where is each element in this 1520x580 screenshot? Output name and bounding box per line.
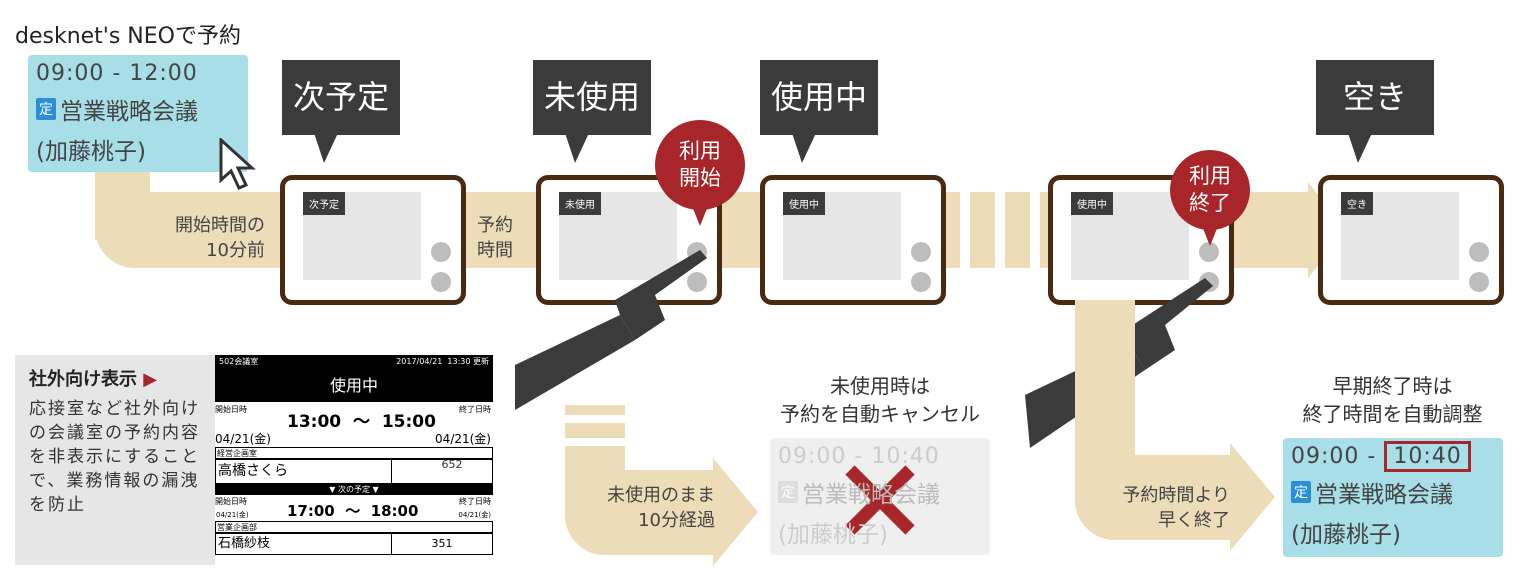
adjusted-end-time: 10:40 <box>1384 441 1471 472</box>
stripe <box>960 192 970 268</box>
booking-name: 営業戦略会議 <box>60 99 198 125</box>
panel-button[interactable] <box>1469 272 1489 292</box>
cursor-icon <box>219 138 256 190</box>
panel-button[interactable] <box>1199 242 1219 262</box>
early-heading: 終了時間を自動調整 <box>1302 402 1483 426</box>
callout-vacant: 空き <box>1316 60 1434 163</box>
stripe <box>1030 192 1040 268</box>
panel-button[interactable] <box>1469 242 1489 262</box>
band-label: 開始時間の <box>175 215 265 236</box>
booking-person: (加藤桃子) <box>36 139 146 165</box>
flow-band <box>1075 455 1235 540</box>
display-status: 使用中 <box>215 369 493 402</box>
page-title: desknet's NEOで予約 <box>15 24 241 49</box>
cancel-heading: 予約を自動キャンセル <box>780 402 980 426</box>
screen-label: 未使用 <box>559 192 601 215</box>
stripe <box>995 192 1005 268</box>
screen-label: 次予定 <box>303 192 345 215</box>
stripe <box>565 438 625 446</box>
band-label: 時間 <box>477 240 513 261</box>
flow-band <box>565 470 715 555</box>
callout-in-use: 使用中 <box>760 60 878 163</box>
stripe <box>565 415 625 423</box>
panel-device: 使用中 <box>760 175 946 305</box>
panel-button[interactable] <box>687 272 707 292</box>
external-description: 応接室など社外向けの会議室の予約内容を非表示にすることで、業務情報の漏洩を防止 <box>29 399 201 515</box>
cancel-heading: 未使用時は <box>830 374 930 398</box>
band-label: 10分前 <box>206 240 265 261</box>
panel-button[interactable] <box>911 272 931 292</box>
panel-device: 空き <box>1318 175 1504 305</box>
screen-label: 使用中 <box>1071 192 1113 215</box>
start-bubble: 利用開始 <box>655 120 745 226</box>
adjusted-card: 09:00 - 10:40 定営業戦略会議 (加藤桃子) <box>1283 438 1503 557</box>
booking-time: 09:00 - 12:00 <box>36 61 198 86</box>
pointing-hand-icon <box>515 250 707 410</box>
end-bubble: 利用終了 <box>1170 150 1250 246</box>
screen-label: 空き <box>1341 192 1373 215</box>
display-ext: 652 <box>441 458 463 471</box>
panel-button[interactable] <box>431 242 451 262</box>
cancel-x-icon <box>845 465 915 535</box>
callout-unused: 未使用 <box>533 60 651 163</box>
band-label: 予約 <box>477 215 513 236</box>
panel-device: 次予定 <box>280 175 466 305</box>
early-heading: 早期終了時は <box>1332 374 1453 398</box>
arrow-head <box>713 458 758 566</box>
external-panel: 社外向け表示 ▶ 応接室など社外向けの会議室の予約内容を非表示にすることで、業務… <box>15 355 215 565</box>
tag-badge: 定 <box>36 98 56 120</box>
panel-button[interactable] <box>431 272 451 292</box>
panel-button[interactable] <box>911 242 931 262</box>
booking-card[interactable]: 09:00 - 12:00 定営業戦略会議 (加藤桃子) <box>28 55 248 172</box>
external-heading: 社外向け表示 <box>29 369 137 390</box>
screen-label: 使用中 <box>783 192 825 215</box>
arrow-head <box>1230 443 1275 551</box>
cancelled-card: 09:00 - 10:40 定営業戦略会議 (加藤桃子) <box>770 438 990 555</box>
callout-next: 次予定 <box>282 60 400 163</box>
triangle-right-icon: ▶ <box>143 369 158 390</box>
